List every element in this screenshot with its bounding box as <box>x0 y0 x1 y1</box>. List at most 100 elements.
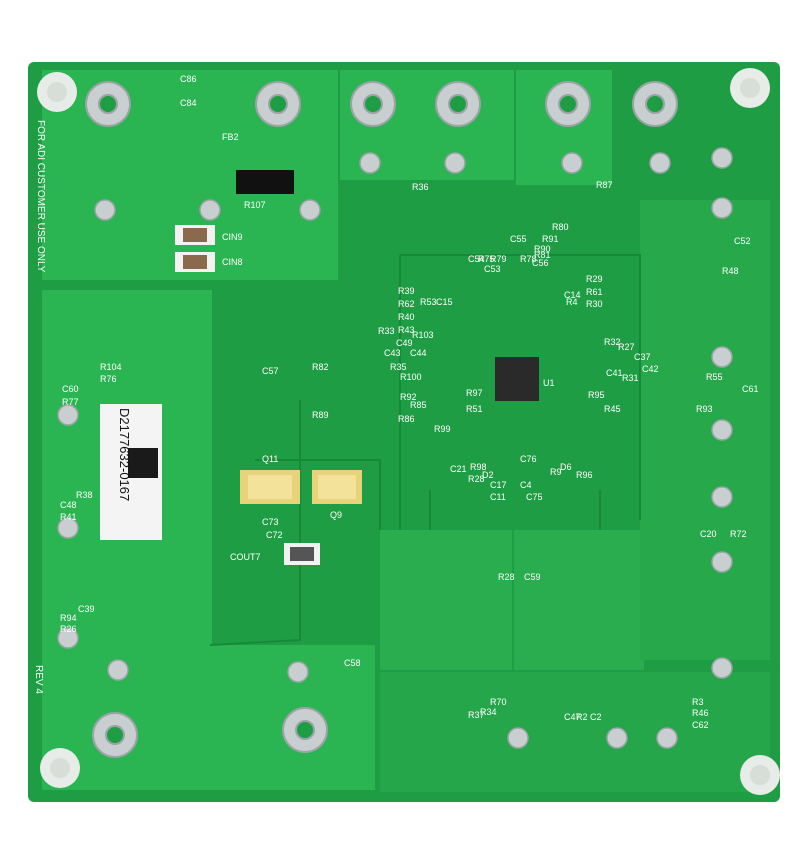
designator-label: R94 <box>60 613 77 623</box>
barcode-icon <box>128 448 158 478</box>
large-terminals <box>85 81 678 758</box>
resistor-marking: 000 <box>253 176 273 190</box>
designator-label: FB2 <box>222 132 239 142</box>
designator-label: R31 <box>622 373 639 383</box>
designator-label: C17 <box>490 480 507 490</box>
designator-label: R76 <box>100 374 117 384</box>
designator-label: C72 <box>266 530 283 540</box>
copper-pour-mid-right <box>514 530 644 670</box>
test-points <box>57 147 733 749</box>
designator-label: C14 <box>564 290 581 300</box>
designator-label: R40 <box>398 312 415 322</box>
designator-label: R79 <box>490 254 507 264</box>
designator-label: R72 <box>730 529 747 539</box>
designator-label: R32 <box>604 337 621 347</box>
designator-label: R27 <box>618 342 635 352</box>
designator-label: R93 <box>696 404 713 414</box>
standoffs <box>37 68 780 795</box>
designator-label: C39 <box>78 604 95 614</box>
designator-label: C58 <box>344 658 361 668</box>
capacitors <box>175 225 320 565</box>
designator-label: C61 <box>742 384 759 394</box>
designator-label: C75 <box>526 492 543 502</box>
designator-label: R96 <box>576 470 593 480</box>
side-silkscreen: FOR ADI CUSTOMER USE ONLY <box>35 120 46 273</box>
designator-label: CIN9 <box>222 232 243 242</box>
designator-label: C44 <box>410 348 427 358</box>
designator-label: R34 <box>480 707 497 717</box>
designator-label: C20 <box>700 529 717 539</box>
designator-label: R75 <box>478 254 495 264</box>
designator-label: COUT7 <box>230 552 261 562</box>
designator-label: C21 <box>450 464 467 474</box>
rev-silkscreen: REV 4 <box>33 665 44 694</box>
designator-label: R89 <box>312 410 329 420</box>
designator-label: C47 <box>564 712 581 722</box>
designator-label: R48 <box>722 266 739 276</box>
designator-label: C4 <box>520 480 532 490</box>
designator-label: C57 <box>262 366 279 376</box>
designator-label: R107 <box>244 200 266 210</box>
designator-label: R95 <box>588 390 605 400</box>
designator-label: R80 <box>552 222 569 232</box>
designator-label: C15 <box>436 297 453 307</box>
designator-label: R28 <box>498 572 515 582</box>
designator-label: C42 <box>642 364 659 374</box>
designator-label: C52 <box>734 236 751 246</box>
designator-label: C11 <box>490 492 506 502</box>
designator-label: R103 <box>412 330 434 340</box>
designator-label: R78 <box>520 254 537 264</box>
designator-label: R53 <box>420 297 437 307</box>
sticker-text: D2177632-0167 <box>117 408 132 501</box>
designator-label: C76 <box>520 454 537 464</box>
designator-label: R91 <box>542 234 559 244</box>
designator-label: C56 <box>532 258 549 268</box>
mosfets <box>240 470 362 504</box>
designator-label: R28 <box>468 474 485 484</box>
resistor-r107 <box>236 170 294 194</box>
ic-label: U1 <box>543 378 555 388</box>
designator-label: C53 <box>484 264 501 274</box>
designator-label: R77 <box>62 397 79 407</box>
designator-label: R41 <box>60 512 77 522</box>
designator-label: R51 <box>466 404 483 414</box>
designator-label: R4 <box>566 297 578 307</box>
designator-label: C37 <box>634 352 651 362</box>
designator-label: R30 <box>586 299 603 309</box>
designator-label: R39 <box>398 286 415 296</box>
designator-label: C73 <box>262 517 279 527</box>
designator-label: R99 <box>434 424 451 434</box>
designator-label: R98 <box>470 462 487 472</box>
designator-label: D2 <box>482 470 494 480</box>
designator-label: C55 <box>510 234 527 244</box>
designator-label: D6 <box>560 462 572 472</box>
copper-pour-mid <box>380 530 512 670</box>
designator-label: R70 <box>490 697 507 707</box>
designator-label: R3 <box>692 697 704 707</box>
designator-label: Q11 <box>262 454 278 464</box>
designator-label: CIN8 <box>222 257 243 267</box>
designator-label: C2 <box>590 712 602 722</box>
designator-label: R100 <box>400 372 422 382</box>
designator-label: C60 <box>62 384 79 394</box>
designator-label: C84 <box>180 98 197 108</box>
copper-pour-bottom-right <box>380 672 770 792</box>
designator-label: C48 <box>60 500 77 510</box>
designator-label: C49 <box>396 338 413 348</box>
designator-label: R104 <box>100 362 122 372</box>
designator-label: R55 <box>706 372 723 382</box>
designator-label: Q9 <box>330 510 342 520</box>
designator-label: C59 <box>524 572 541 582</box>
designator-label: C43 <box>384 348 401 358</box>
designator-label: R29 <box>586 274 603 284</box>
designator-label: R36 <box>412 182 429 192</box>
designator-label: R97 <box>466 388 483 398</box>
traces <box>209 254 641 646</box>
designator-label: R2 <box>576 712 588 722</box>
designator-label: R85 <box>410 400 427 410</box>
designator-label: C62 <box>692 720 709 730</box>
designator-label: R45 <box>604 404 621 414</box>
designator-label: R62 <box>398 299 415 309</box>
